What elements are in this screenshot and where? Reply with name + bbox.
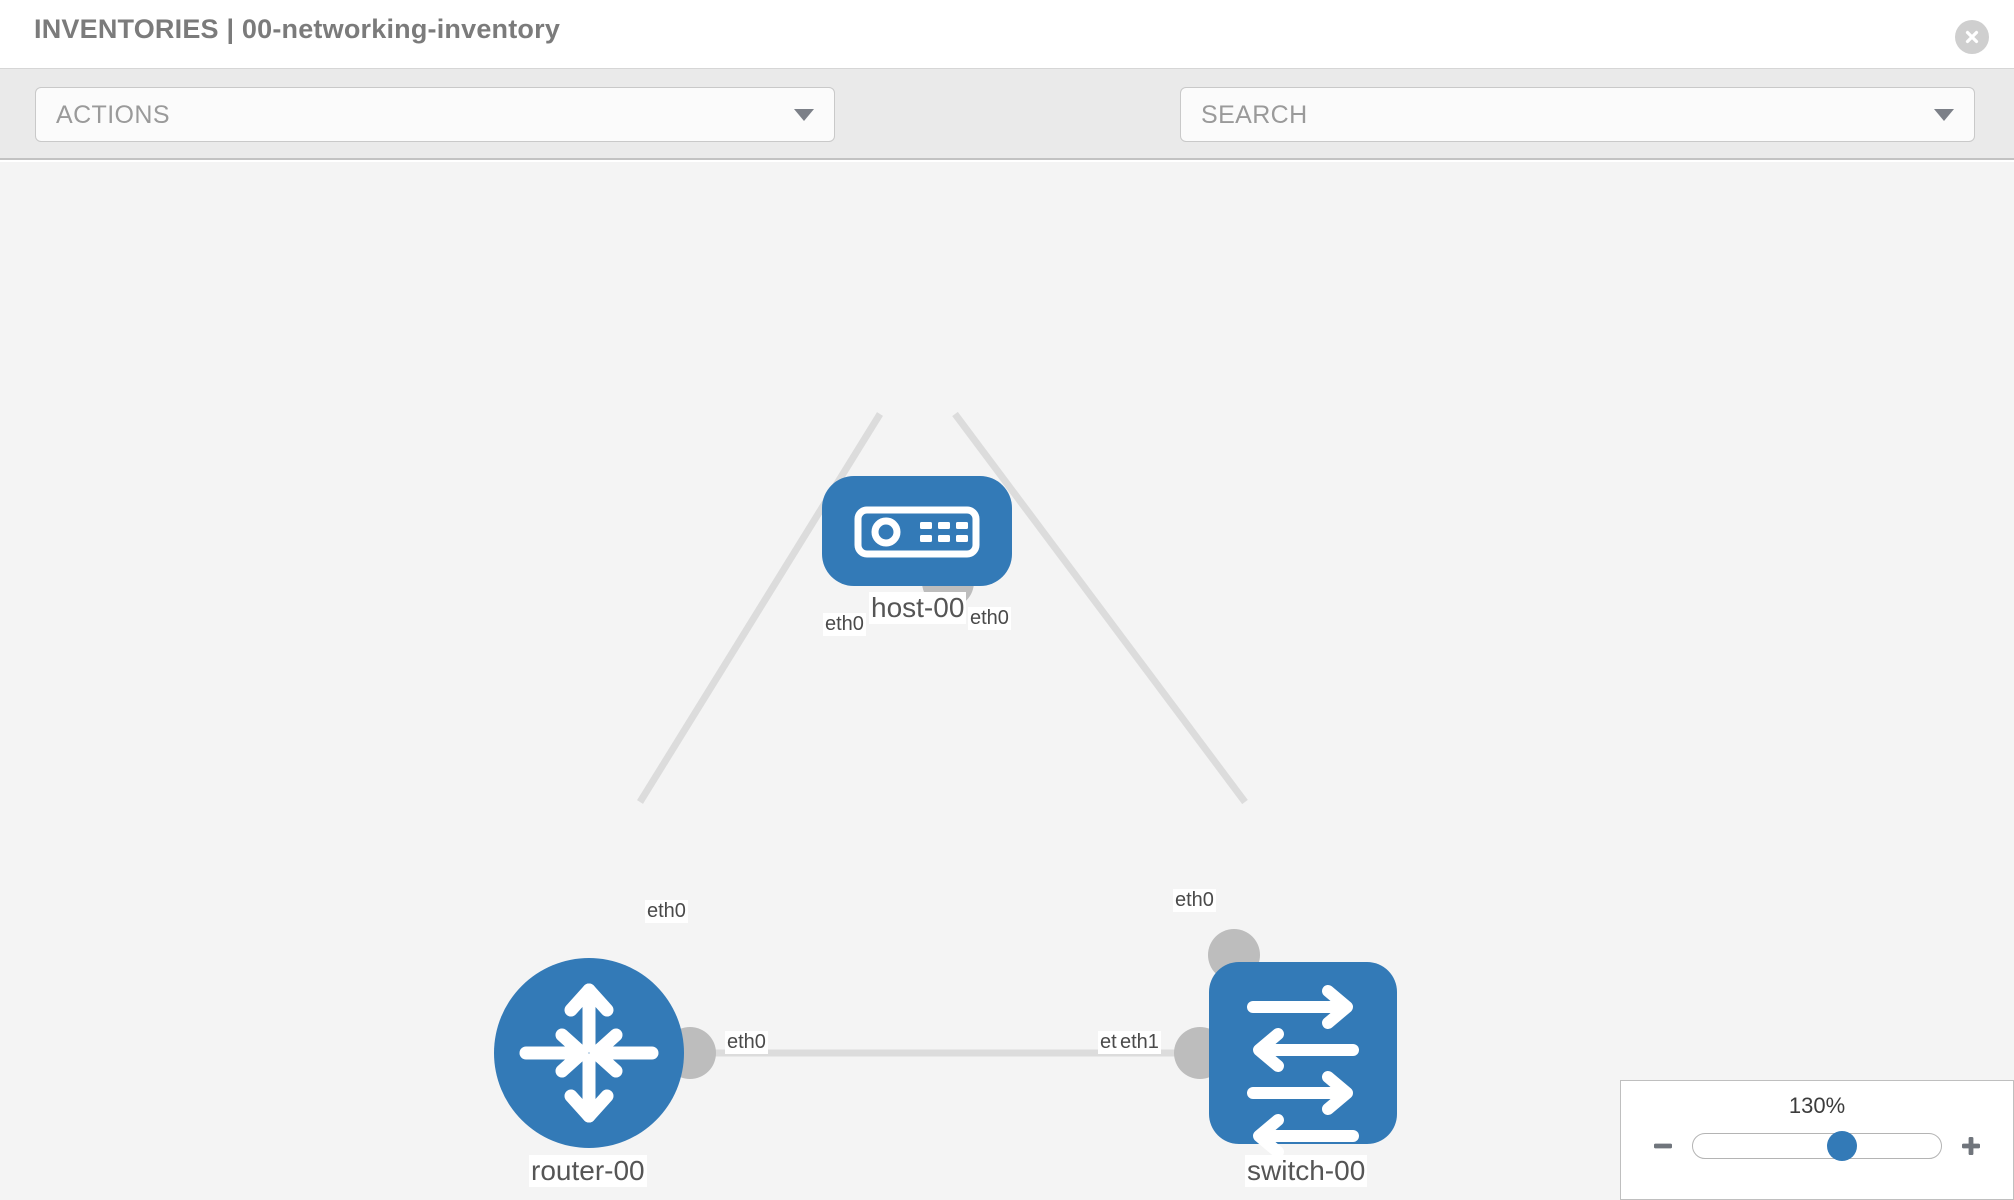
node-label-host-00: host-00 <box>869 592 967 624</box>
plus-icon[interactable] <box>1956 1131 1986 1161</box>
link-host-router <box>637 412 883 804</box>
topology-canvas[interactable]: host-00 router-00 switch-00 eth0 eth0 et… <box>0 162 2014 1200</box>
node-label-router-00: router-00 <box>529 1155 647 1187</box>
node-router-00 <box>494 958 684 1148</box>
zoom-control-panel: 130% <box>1620 1080 2014 1200</box>
topology-graph <box>494 411 1397 1158</box>
page-title: INVENTORIES | 00-networking-inventory <box>34 14 561 44</box>
iface-label-host-to-router: eth0 <box>823 613 866 636</box>
zoom-level-value: 130% <box>1788 1093 1846 1118</box>
iface-label-host-to-switch: eth0 <box>968 607 1011 630</box>
actions-dropdown-label: ACTIONS <box>56 101 170 129</box>
topology-connectors <box>664 556 1260 1079</box>
toolbar: ACTIONS SEARCH <box>0 68 2014 196</box>
chevron-down-icon[interactable] <box>1934 108 1954 121</box>
search-placeholder: SEARCH <box>1201 101 1308 129</box>
iface-label-switch-to-router: eth1 <box>1118 1031 1161 1054</box>
actions-dropdown[interactable]: ACTIONS <box>35 87 835 142</box>
page-header: INVENTORIES | 00-networking-inventory <box>0 0 2014 68</box>
zoom-control-row <box>1621 1131 2013 1161</box>
node-switch-00 <box>1209 962 1397 1158</box>
minus-icon[interactable] <box>1648 1131 1678 1161</box>
close-icon[interactable] <box>1955 20 1989 54</box>
node-host-00 <box>822 476 1012 586</box>
link-host-switch <box>952 411 1248 805</box>
node-label-switch-00: switch-00 <box>1245 1155 1368 1187</box>
iface-label-switch-to-host: eth0 <box>1173 889 1216 912</box>
zoom-slider-thumb[interactable] <box>1826 1131 1857 1161</box>
search-input[interactable]: SEARCH <box>1180 87 1975 142</box>
zoom-slider[interactable] <box>1692 1131 1942 1161</box>
iface-label-router-to-host: eth0 <box>645 900 688 923</box>
chevron-down-icon <box>794 108 814 121</box>
iface-label-router-to-switch: eth0 <box>725 1031 768 1054</box>
